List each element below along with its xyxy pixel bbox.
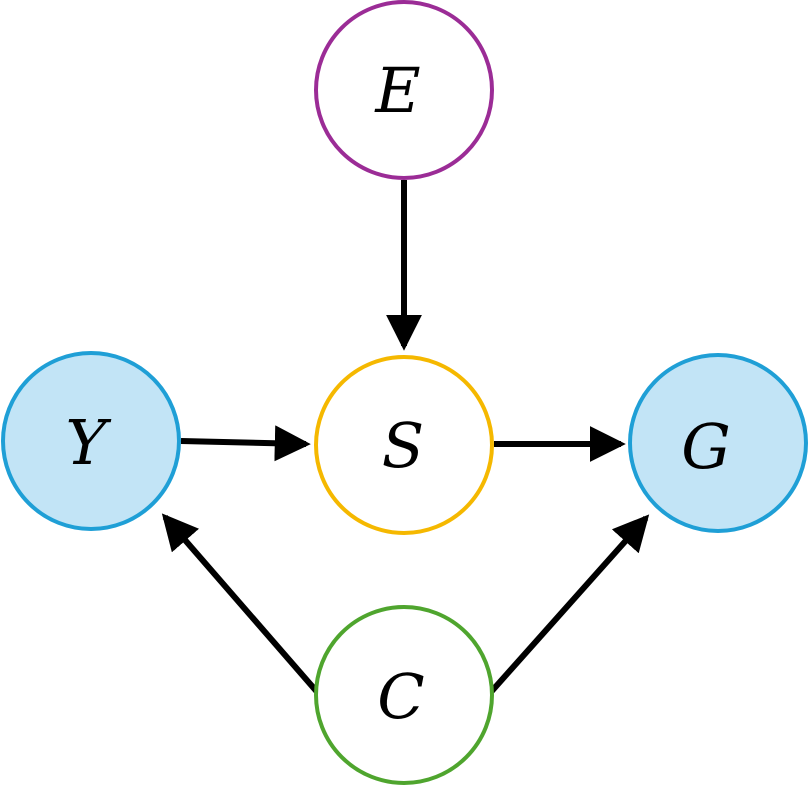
edge-Y-to-S (180, 425, 311, 462)
node-S: S (314, 355, 494, 535)
node-G: G (628, 353, 808, 533)
node-S-circle (314, 355, 494, 535)
node-E-circle (314, 0, 494, 180)
node-Y-circle (1, 351, 181, 531)
node-Y-label: Y (66, 406, 112, 479)
node-C: C (314, 605, 494, 785)
node-S-label: S (382, 409, 424, 482)
edge-C-to-G (488, 514, 650, 694)
node-G-circle (628, 353, 808, 533)
edge-C-to-Y (161, 513, 321, 695)
node-E: E (314, 0, 494, 180)
node-C-circle (314, 605, 494, 785)
node-Y: Y (1, 351, 181, 531)
node-E-label: E (374, 54, 420, 127)
node-G-label: G (681, 410, 731, 483)
node-C-label: C (377, 660, 424, 733)
edges-layer (161, 180, 650, 695)
